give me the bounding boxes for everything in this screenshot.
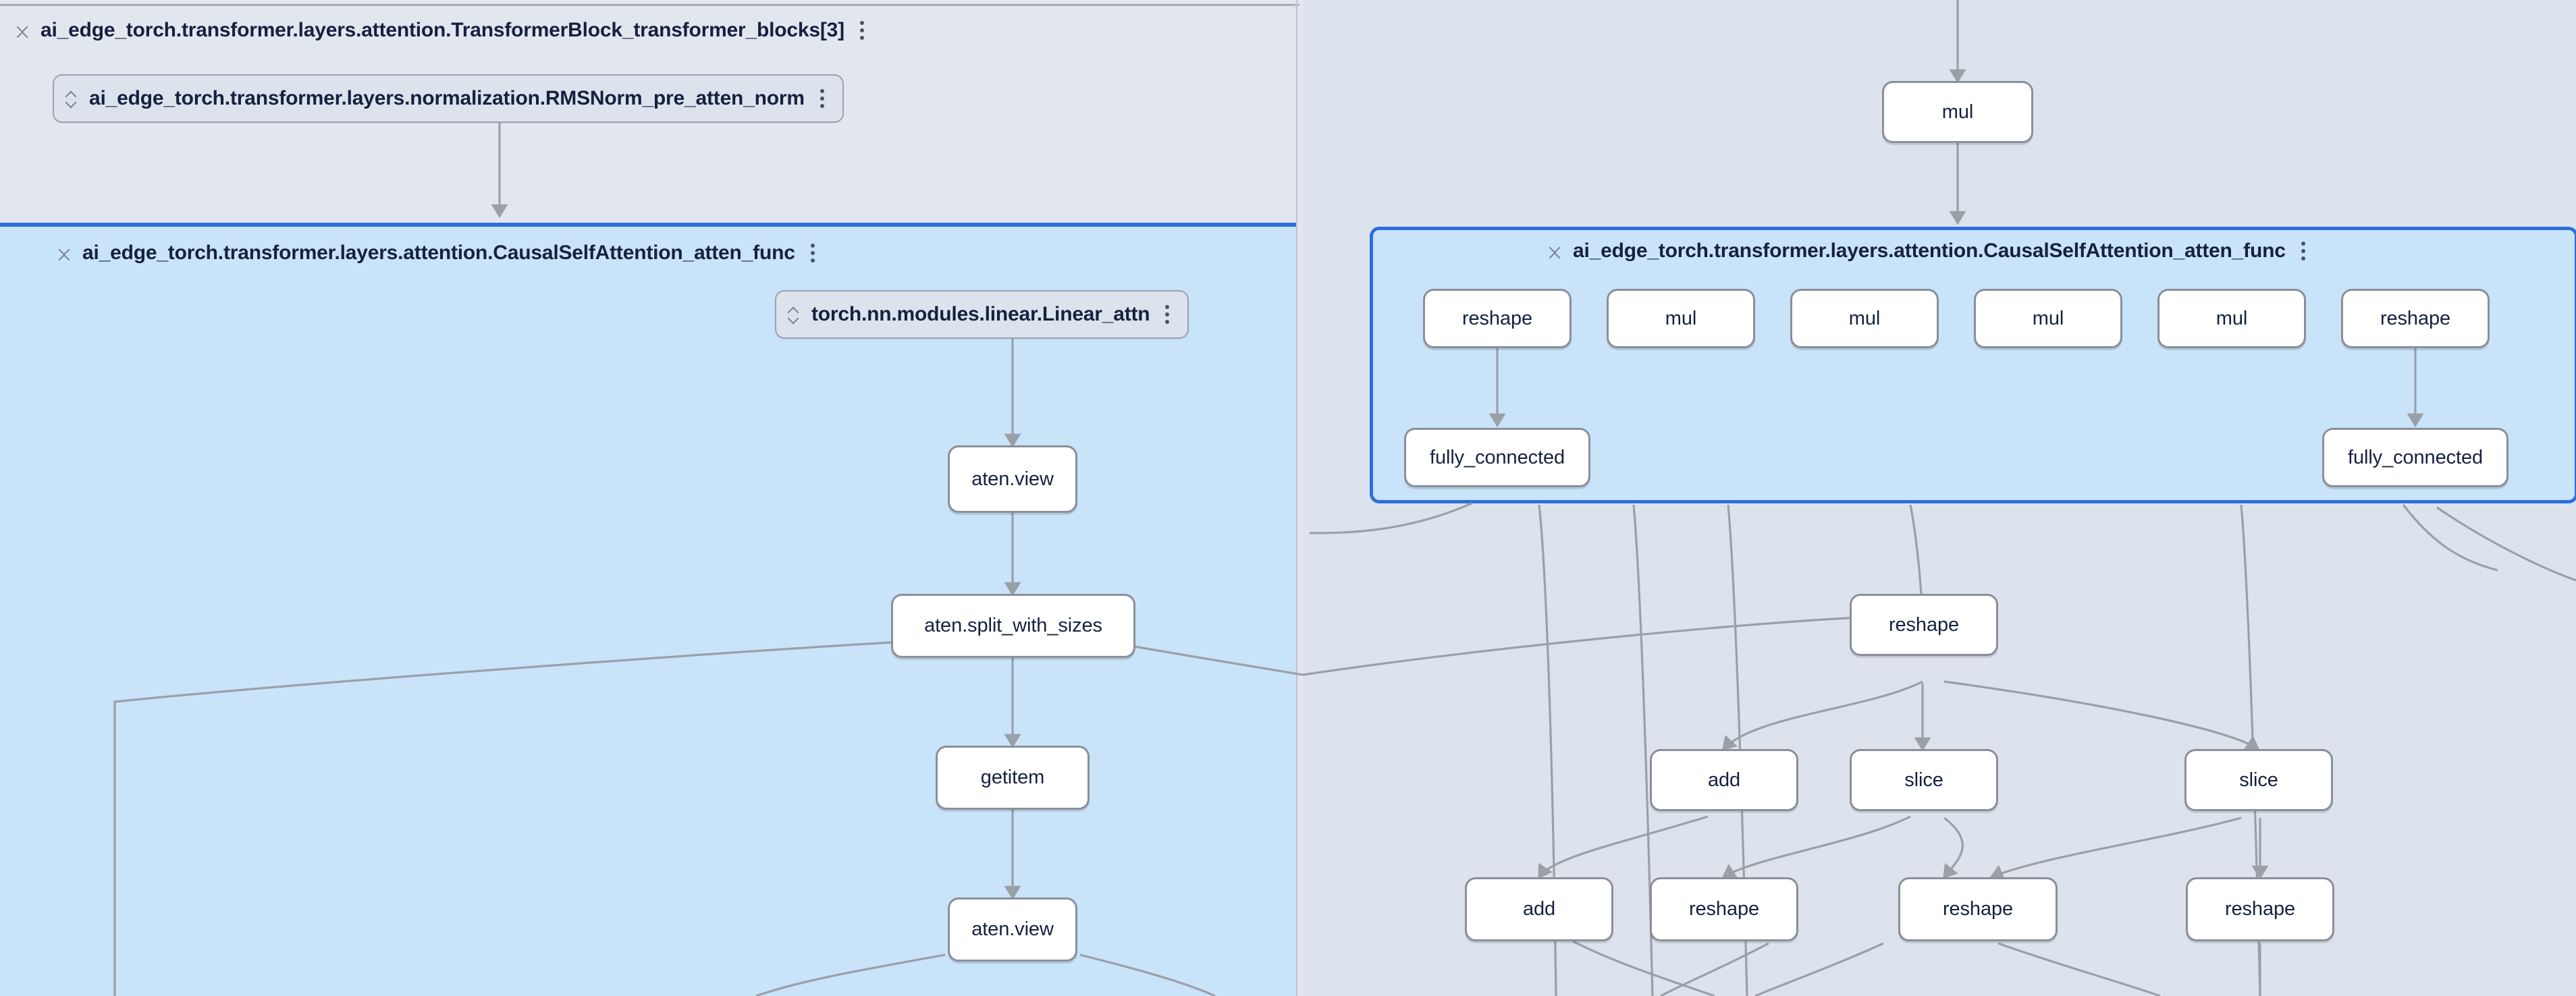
op-node-label: mul: [2032, 307, 2064, 329]
op-node-label: mul: [1848, 307, 1881, 329]
expand-collapse-icon[interactable]: [62, 87, 80, 110]
op-node-label: reshape: [1461, 307, 1533, 329]
op-node-label: fully_connected: [2347, 446, 2484, 468]
op-node-label: slice: [1904, 769, 1943, 791]
collapsed-group-rmsnorm-pre-atten[interactable]: ai_edge_torch.transformer.layers.normali…: [53, 74, 844, 123]
group-label: ai_edge_torch.transformer.layers.attenti…: [1573, 240, 2286, 262]
group-label: ai_edge_torch.transformer.layers.attenti…: [82, 242, 795, 264]
op-node-mul-top[interactable]: mul: [1882, 81, 2033, 143]
op-node-reshape-f[interactable]: reshape: [2186, 877, 2334, 941]
op-node-label: fully_connected: [1429, 446, 1565, 468]
op-node-reshape-d[interactable]: reshape: [1650, 877, 1798, 941]
op-node-add-2[interactable]: add: [1465, 877, 1613, 941]
op-node-getitem[interactable]: getitem: [936, 746, 1090, 810]
collapsed-group-label: torch.nn.modules.linear.Linear_attn: [811, 303, 1150, 325]
op-node-reshape-b[interactable]: reshape: [2341, 289, 2490, 348]
op-node-mul-3[interactable]: mul: [1974, 289, 2122, 348]
op-node-slice-1[interactable]: slice: [1850, 749, 1998, 811]
op-node-label: reshape: [1888, 613, 1960, 636]
panel-top-divider: [0, 4, 1299, 5]
panel-vertical-divider: [1296, 0, 1297, 996]
group-header-causal-self-attention-left[interactable]: ai_edge_torch.transformer.layers.attenti…: [55, 242, 821, 265]
expand-collapse-icon[interactable]: [784, 303, 802, 326]
op-node-label: mul: [1665, 307, 1697, 329]
op-node-fully-connected-2[interactable]: fully_connected: [2322, 428, 2508, 487]
op-node-label: getitem: [980, 767, 1045, 788]
op-node-fully-connected-1[interactable]: fully_connected: [1404, 428, 1590, 487]
expand-collapse-icon[interactable]: [55, 242, 73, 265]
op-node-label: aten.split_with_sizes: [924, 615, 1102, 636]
op-node-label: reshape: [1942, 898, 2014, 920]
more-options-icon[interactable]: [1159, 303, 1175, 326]
op-node-mul-4[interactable]: mul: [2157, 289, 2306, 348]
op-node-mul-2[interactable]: mul: [1790, 289, 1939, 348]
op-node-reshape-e[interactable]: reshape: [1898, 877, 2058, 941]
op-node-label: mul: [1941, 101, 1974, 123]
more-options-icon[interactable]: [2295, 240, 2311, 262]
op-node-label: reshape: [1688, 898, 1760, 920]
op-node-aten-split-with-sizes[interactable]: aten.split_with_sizes: [891, 594, 1135, 658]
op-node-reshape-c[interactable]: reshape: [1850, 594, 1998, 656]
op-node-label: aten.view: [971, 468, 1054, 490]
op-node-label: add: [1707, 769, 1741, 791]
collapsed-group-label: ai_edge_torch.transformer.layers.normali…: [89, 87, 805, 109]
expand-collapse-icon[interactable]: [1546, 240, 1563, 262]
more-options-icon[interactable]: [814, 87, 830, 110]
more-options-icon[interactable]: [805, 242, 821, 265]
more-options-icon[interactable]: [854, 19, 870, 42]
op-node-aten-view-2[interactable]: aten.view: [948, 897, 1077, 962]
op-node-add-1[interactable]: add: [1650, 749, 1798, 811]
op-node-label: aten.view: [971, 918, 1054, 940]
op-node-aten-view[interactable]: aten.view: [948, 445, 1077, 513]
op-node-mul-1[interactable]: mul: [1607, 289, 1755, 348]
collapsed-group-linear-attn[interactable]: torch.nn.modules.linear.Linear_attn: [775, 290, 1189, 339]
op-node-label: reshape: [2380, 307, 2451, 329]
op-node-slice-2[interactable]: slice: [2184, 749, 2333, 811]
group-header-transformer-block[interactable]: ai_edge_torch.transformer.layers.attenti…: [14, 19, 870, 42]
group-label: ai_edge_torch.transformer.layers.attenti…: [41, 19, 844, 41]
op-node-label: add: [1522, 898, 1556, 920]
op-node-reshape-a[interactable]: reshape: [1423, 289, 1572, 348]
group-header-causal-self-attention-right[interactable]: ai_edge_torch.transformer.layers.attenti…: [1546, 240, 2311, 262]
expand-collapse-icon[interactable]: [14, 19, 31, 42]
op-node-label: mul: [2216, 307, 2248, 329]
op-node-label: slice: [2239, 769, 2278, 791]
op-node-label: reshape: [2224, 898, 2296, 920]
